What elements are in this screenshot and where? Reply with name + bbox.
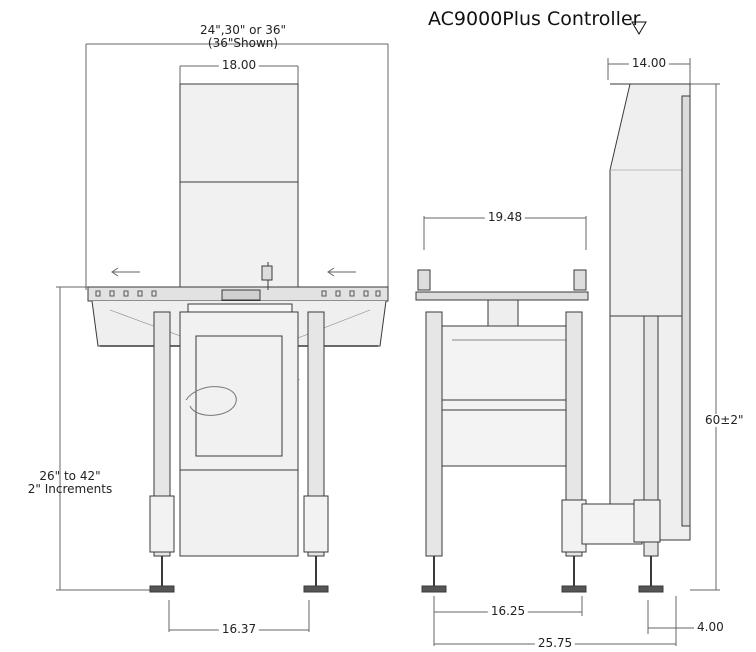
dim-height-range: 26" to 42" 2" Increments [27,469,113,496]
side-conveyor-top [415,291,589,301]
front-foot-right [303,585,329,593]
dim-left-base: 16.37 [218,623,260,636]
side-view [415,58,720,646]
front-foot-left [149,585,175,593]
dim-side-base: 16.25 [487,605,529,618]
page-title: AC9000Plus Controller [428,8,641,30]
triangle-marker-icon [631,21,647,35]
conveyor-rollers [95,290,381,297]
dim-side-frame: 19.48 [484,211,526,224]
front-center-panel [179,311,299,557]
dim-overall-height: 60±2" [702,414,747,427]
dim-upper-width: 18.00 [218,59,260,72]
front-hood [179,83,299,315]
dim-overall-width: 24",30" or 36" (36"Shown) [199,23,287,50]
side-left-leg [425,311,443,557]
front-view [87,83,389,593]
dim-controller-offset: 4.00 [694,621,727,634]
side-body [439,325,583,467]
dim-controller-depth: 14.00 [628,57,670,70]
dim-overall-depth: 25.75 [534,637,576,650]
